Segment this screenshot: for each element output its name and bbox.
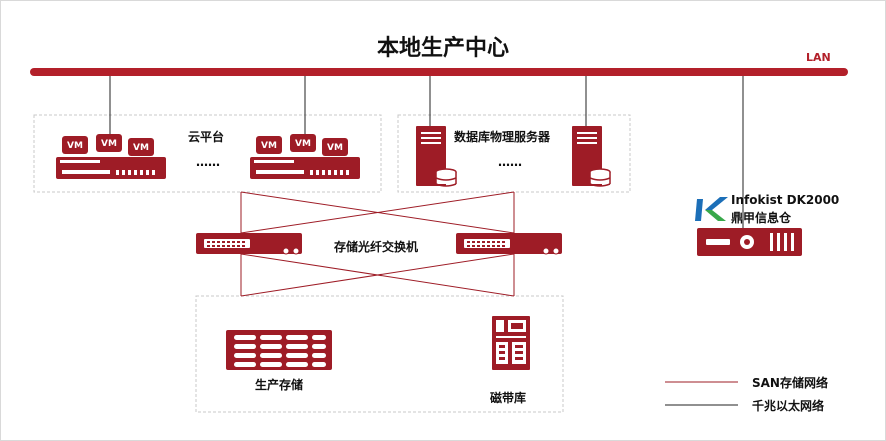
- tape-library-label: 磁带库: [490, 391, 527, 405]
- vm-badge-2-1: VM: [256, 136, 282, 154]
- legend-san-label: SAN存储网络: [752, 376, 828, 390]
- svg-text:VM: VM: [295, 139, 311, 149]
- db-servers-ellipsis: ……: [498, 155, 522, 169]
- ik-logo-icon: [695, 197, 728, 221]
- lan-label: LAN: [806, 51, 831, 64]
- svg-text:VM: VM: [67, 141, 83, 151]
- cloud-platform-label: 云平台: [188, 130, 225, 144]
- appliance-name-label: 鼎甲信息仓: [731, 211, 792, 225]
- svg-text:VM: VM: [261, 141, 277, 151]
- dk2000-appliance-icon: [697, 228, 802, 256]
- production-storage-icon: [226, 330, 332, 370]
- db-server-1-icon: [416, 126, 457, 187]
- diagram-title: 本地生产中心: [376, 36, 509, 61]
- appliance-model-label: Infokist DK2000: [731, 193, 840, 207]
- vm-badge-1-1: VM: [62, 136, 88, 154]
- fc-switch-label: 存储光纤交换机: [334, 240, 419, 254]
- san-links: [240, 191, 515, 297]
- ethernet-links: [109, 76, 744, 230]
- production-storage-label: 生产存储: [255, 378, 304, 392]
- storage-group: [195, 295, 564, 413]
- db-servers-label: 数据库物理服务器: [454, 130, 551, 144]
- vm-badge-2-2: VM: [290, 134, 316, 152]
- fc-switch-1-icon: [196, 233, 302, 255]
- cloud-platform-group: [33, 114, 382, 193]
- vm-badge-2-3: VM: [322, 138, 348, 156]
- svg-text:VM: VM: [133, 143, 149, 153]
- legend-ethernet-label: 千兆以太网络: [752, 399, 825, 413]
- tape-library-icon: [492, 316, 530, 370]
- vm-badge-1-3: VM: [128, 138, 154, 156]
- vm-host-1: [56, 157, 166, 179]
- cloud-platform-ellipsis: ……: [196, 155, 220, 169]
- fc-switch-2-icon: [456, 233, 562, 255]
- db-server-2-icon: [572, 126, 611, 187]
- svg-text:VM: VM: [327, 143, 343, 153]
- vm-badge-1-2: VM: [96, 134, 122, 152]
- lan-bus: [30, 68, 848, 76]
- vm-host-2: [250, 157, 360, 179]
- svg-text:VM: VM: [101, 139, 117, 149]
